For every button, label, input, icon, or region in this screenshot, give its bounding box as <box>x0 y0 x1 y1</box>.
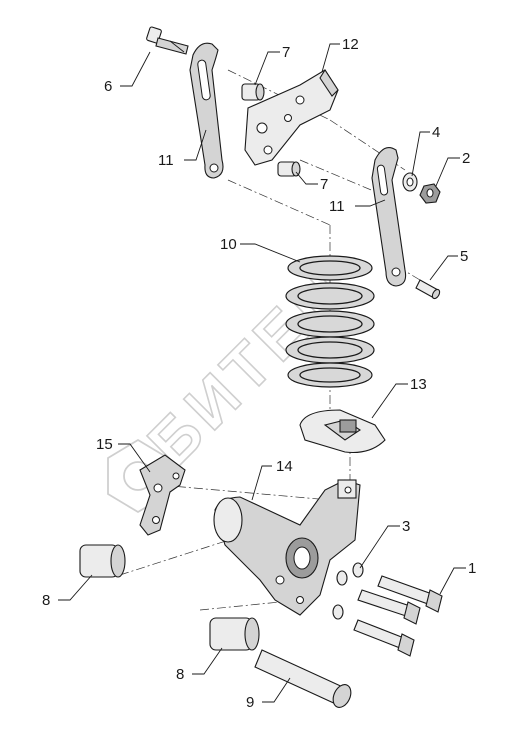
part-11-right-link-arm <box>371 147 407 287</box>
callout-1: 1 <box>468 560 476 577</box>
part-10-coil-spring <box>285 255 375 388</box>
part-8-bushing-lower <box>209 617 260 651</box>
callout-8-left: 8 <box>42 592 50 609</box>
callout-5: 5 <box>460 248 468 265</box>
callout-7-upper: 7 <box>282 44 290 61</box>
callout-8-lower: 8 <box>176 666 184 683</box>
part-1-bolt-lower <box>353 619 415 657</box>
part-7-bushing-lower <box>277 161 301 177</box>
part-6-bolt <box>146 26 189 55</box>
part-5-pin <box>415 279 441 300</box>
callout-12: 12 <box>342 36 359 53</box>
part-1-bolt-upper <box>377 575 443 613</box>
callout-2: 2 <box>462 150 470 167</box>
callout-4: 4 <box>432 124 440 141</box>
callout-labels: 1 2 3 4 5 6 7 7 8 8 9 10 11 11 12 13 14 … <box>42 36 476 711</box>
callout-13: 13 <box>410 376 427 393</box>
callout-14: 14 <box>276 458 293 475</box>
part-15-small-bracket <box>139 454 186 536</box>
callout-6: 6 <box>104 78 112 95</box>
leader-lines <box>58 43 466 703</box>
part-8-bushing-left <box>79 544 126 578</box>
part-3-washers <box>332 562 364 620</box>
callout-15: 15 <box>96 436 113 453</box>
callout-10: 10 <box>220 236 237 253</box>
part-13-spring-seat <box>299 409 386 454</box>
callout-9: 9 <box>246 694 254 711</box>
part-9-shaft <box>254 649 352 708</box>
part-7-bushing-upper <box>241 83 265 101</box>
callout-11-left: 11 <box>158 152 174 169</box>
part-14-pivot-bracket <box>213 479 361 616</box>
part-4-washer <box>402 172 418 192</box>
part-1-bolt-middle <box>357 589 421 625</box>
callout-11-right: 11 <box>329 198 345 215</box>
part-11-left-link-arm <box>189 42 224 179</box>
part-12-bracket-plate <box>244 68 339 166</box>
callout-7-lower: 7 <box>320 176 328 193</box>
callout-3: 3 <box>402 518 410 535</box>
part-2-nut <box>419 183 441 204</box>
